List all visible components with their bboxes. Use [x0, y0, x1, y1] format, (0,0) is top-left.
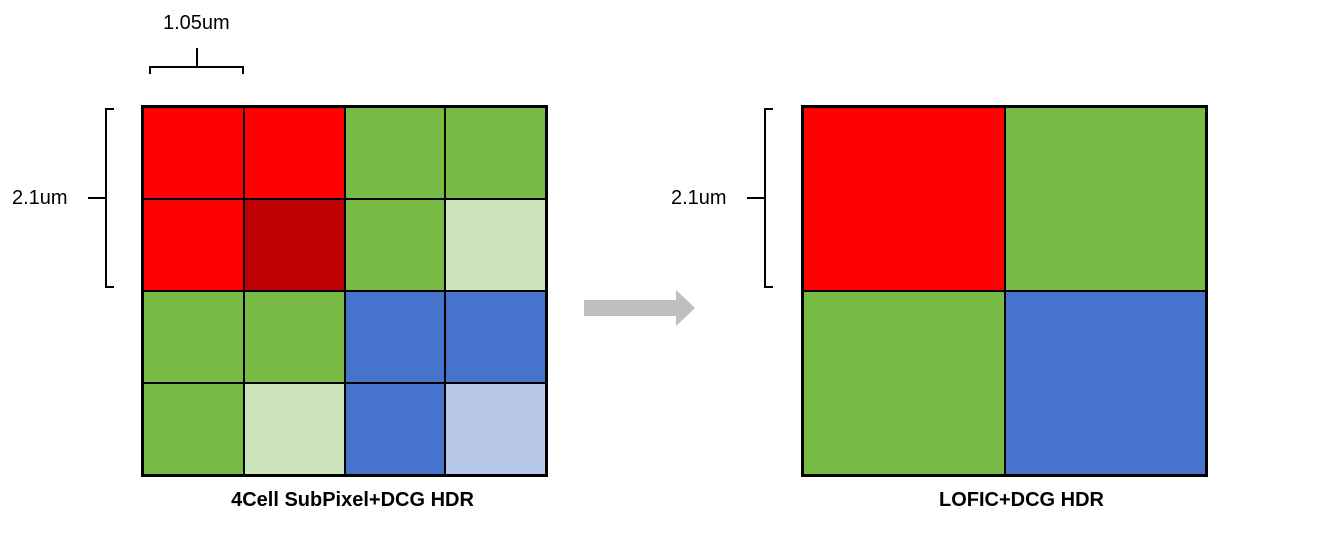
right-arrow — [584, 290, 695, 326]
width-bracket — [149, 48, 244, 74]
right-pixel-cell-3 — [804, 292, 1004, 474]
right-height-label: 2.1um — [671, 187, 727, 209]
right-pixel-cell-1 — [804, 108, 1004, 290]
left-pixel-cell-15 — [345, 384, 445, 474]
left-pixel-cell-11 — [345, 292, 445, 382]
width-label: 1.05um — [163, 12, 230, 34]
left-pixel-cell-8 — [446, 200, 545, 290]
left-pixel-cell-10 — [244, 292, 344, 382]
right-caption: LOFIC+DCG HDR — [939, 489, 1104, 511]
left-pixel-cell-2 — [244, 108, 344, 198]
right-height-bracket — [747, 108, 773, 288]
left-pixel-cell-6 — [244, 200, 344, 290]
left-pixel-cell-7 — [345, 200, 445, 290]
left-pixel-cell-5 — [144, 200, 243, 290]
left-pixel-cell-4 — [446, 108, 545, 198]
left-height-bracket — [88, 108, 114, 288]
right-pixel-cell-2 — [1005, 108, 1205, 290]
left-pixel-cell-16 — [446, 384, 545, 474]
right-pixel-grid — [801, 105, 1208, 477]
left-pixel-cell-12 — [446, 292, 545, 382]
right-pixel-cell-4 — [1005, 292, 1205, 474]
left-height-label: 2.1um — [12, 187, 68, 209]
left-pixel-cell-9 — [144, 292, 243, 382]
left-pixel-grid — [141, 105, 548, 477]
left-pixel-cell-13 — [144, 384, 243, 474]
left-pixel-cell-14 — [244, 384, 344, 474]
left-pixel-cell-1 — [144, 108, 243, 198]
left-caption: 4Cell SubPixel+DCG HDR — [231, 489, 474, 511]
left-pixel-cell-3 — [345, 108, 445, 198]
